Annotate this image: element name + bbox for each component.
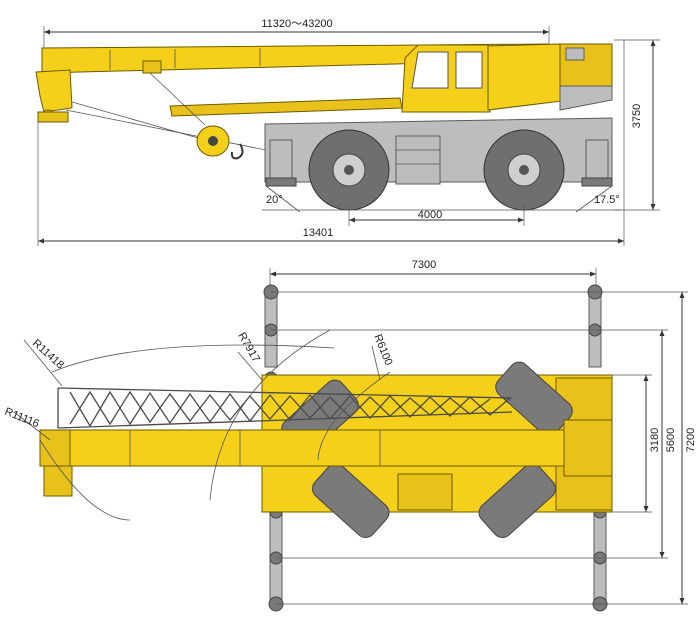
side-view: 11320～43200	[35, 18, 660, 246]
arrow	[643, 506, 649, 512]
radius-label-r7917: R7917	[235, 331, 262, 365]
arrow	[650, 40, 656, 46]
departure-angle-label: 17.5°	[594, 194, 620, 206]
arrow	[543, 29, 549, 35]
boom-guide-line	[65, 109, 267, 151]
front-wheel	[308, 129, 390, 211]
boom-length-label: 11320～43200	[261, 18, 332, 30]
rear-outrigger-jack	[585, 139, 609, 181]
arrow	[659, 552, 665, 558]
chassis-width-label: 3180	[649, 428, 661, 452]
arrow	[618, 238, 624, 244]
radius-arc-counterweight	[209, 329, 331, 501]
arrow	[349, 217, 355, 223]
arrow	[643, 375, 649, 381]
overall-length-label: 13401	[303, 227, 334, 239]
approach-angle-line	[265, 185, 301, 213]
rear-outrigger-pad	[581, 177, 613, 187]
boom-bracket	[142, 60, 162, 74]
cabin-window-front	[411, 51, 449, 89]
leader-r11418	[23, 339, 63, 387]
chassis-step-box	[395, 135, 441, 185]
superstructure	[487, 43, 571, 111]
leader-r6100	[371, 345, 381, 381]
lattice-jib	[57, 387, 513, 429]
cabin-window-side	[455, 51, 483, 89]
wheelbase-label: 4000	[418, 209, 442, 221]
departure-angle-line	[575, 185, 613, 213]
hook-stowed	[43, 465, 73, 497]
turntable-top	[563, 419, 613, 477]
radius-arc-jib	[51, 344, 335, 373]
radius-label-r11116: R11116	[3, 406, 41, 431]
mid-width-label: 5600	[665, 428, 677, 452]
hoist-rope	[149, 72, 206, 126]
hook-block-sheave	[208, 136, 218, 146]
leader-r11116	[13, 411, 51, 441]
carrier-deck-panel	[397, 473, 453, 511]
rear-right-tyre	[478, 463, 556, 539]
front-outrigger-jack	[269, 139, 293, 181]
radius-label-r6100: R6100	[371, 333, 394, 368]
arrow	[590, 271, 596, 277]
main-boom-top	[39, 429, 565, 467]
lifting-cylinder	[169, 97, 403, 117]
winch-drum	[565, 47, 585, 61]
rear-wheel	[483, 129, 565, 211]
height-label: 3750	[631, 104, 643, 128]
slewing-base	[559, 85, 613, 111]
hoist-rope-lower	[71, 101, 206, 141]
arrow	[679, 598, 685, 604]
arrow	[38, 238, 44, 244]
outrigger-length-label: 7300	[412, 259, 436, 271]
arrow	[650, 204, 656, 210]
arrow	[44, 29, 50, 35]
top-view: 7300	[3, 259, 697, 612]
approach-angle-label: 20°	[266, 194, 283, 206]
arrow	[518, 217, 524, 223]
front-right-tyre	[312, 463, 390, 539]
radius-arc-tail	[317, 371, 391, 461]
arrow	[659, 330, 665, 336]
boom-head-tip	[37, 111, 69, 123]
leader-r7917	[237, 351, 263, 381]
rear-left-tyre	[495, 361, 573, 437]
outrigger-width-label: 7200	[685, 428, 697, 452]
hook-icon	[230, 143, 244, 160]
front-outrigger-pad	[265, 177, 297, 187]
arrow	[270, 271, 276, 277]
arrow	[679, 292, 685, 298]
radius-arc-boom-head	[39, 439, 131, 521]
boom-head	[35, 69, 73, 113]
